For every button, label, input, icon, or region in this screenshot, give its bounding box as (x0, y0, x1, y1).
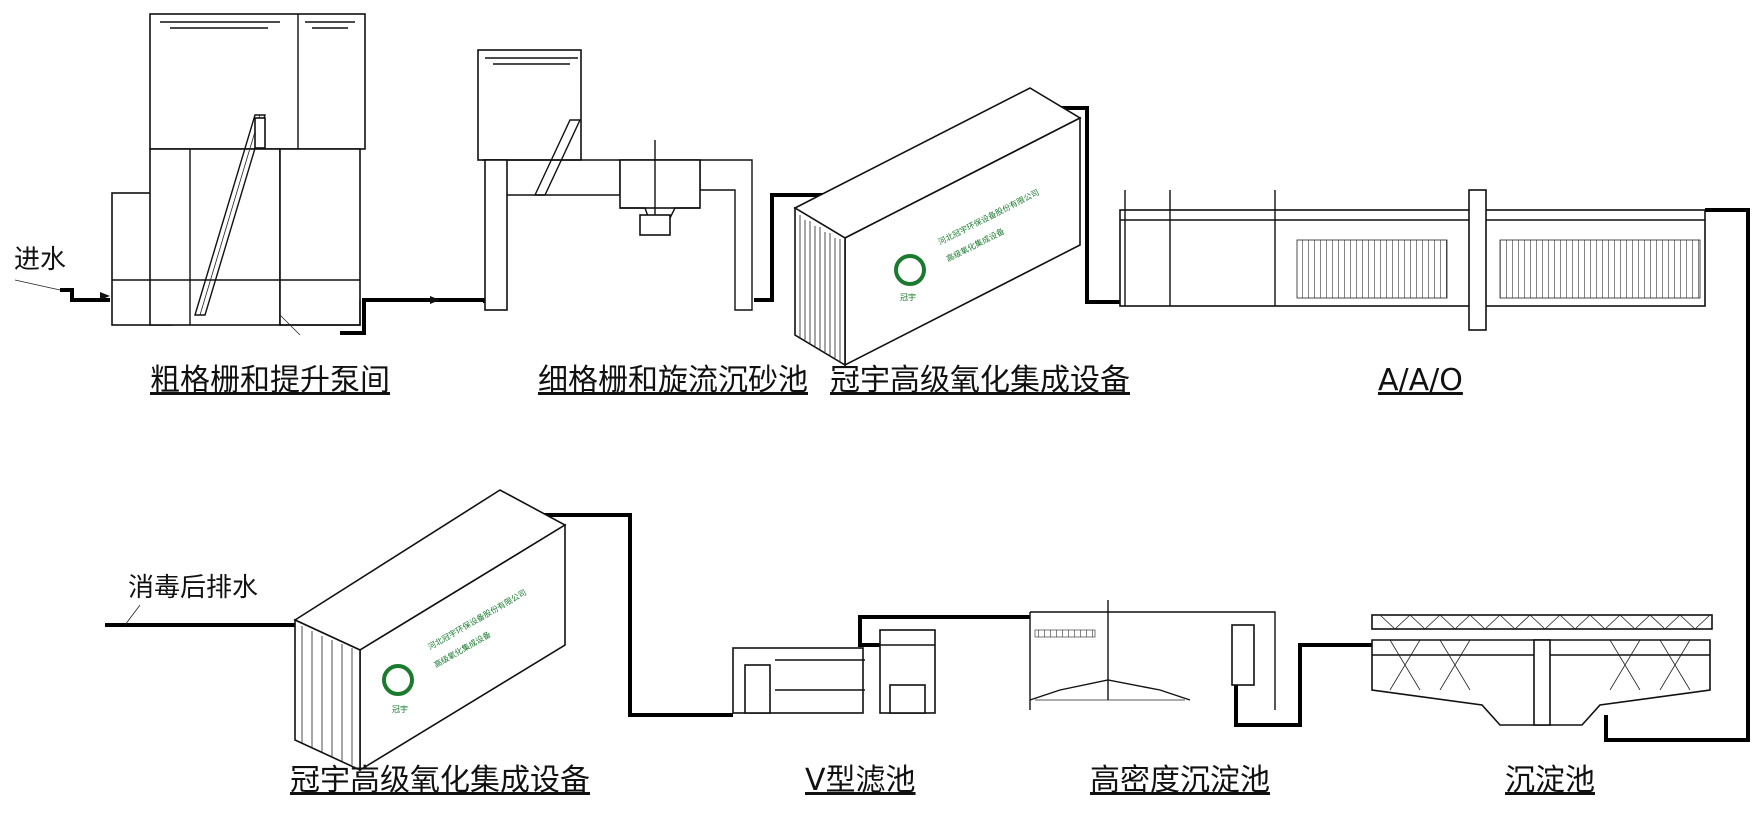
pipe-vfilter-to-aop (500, 513, 733, 717)
container-door (294, 618, 361, 772)
aop-top-label: 冠宇高级氧化集成设备 (830, 363, 1130, 398)
coarse-screen-label: 粗格栅和提升泵间 (150, 363, 390, 398)
inlet: 进水 (14, 245, 440, 304)
high-density-clarifier: 高密度沉淀池 (1029, 600, 1276, 798)
pipe-aao-to-sedimentation (1604, 208, 1750, 742)
pipe-sedimentation-to-highdensity (1234, 643, 1372, 727)
pipe-inlet (60, 288, 110, 302)
flow-arrow-icon (430, 296, 440, 304)
coarse-screen-pump-house: 粗格栅和提升泵间 (111, 13, 390, 398)
aao-label: A/A/O (1378, 363, 1463, 398)
aop-container-top: 冠宇 河北冠宇环保设备股份有限公司 高级氧化集成设备 冠宇高级氧化集成设备 (793, 87, 1130, 398)
pipe-coarse-to-fine (340, 298, 487, 335)
inlet-arrow-icon (100, 292, 110, 300)
pipe-highdensity-to-vfilter (858, 615, 1030, 647)
logo-icon (894, 254, 926, 286)
outlet-label: 消毒后排水 (128, 573, 258, 603)
inlet-label: 进水 (14, 245, 66, 275)
v-filter: V型滤池 (732, 629, 936, 798)
logo-icon (382, 664, 414, 696)
sedimentation-tank: 沉淀池 (1371, 614, 1713, 798)
container-logo-bottom: 冠宇 (392, 704, 408, 714)
fine-screen-label: 细格栅和旋流沉砂池 (538, 363, 808, 398)
aop-container-bottom: 冠宇 河北冠宇环保设备股份有限公司 高级氧化集成设备 冠宇高级氧化集成设备 (290, 489, 590, 798)
aop-bottom-label: 冠宇高级氧化集成设备 (290, 763, 590, 798)
container-logo-top: 冠宇 (900, 292, 916, 302)
aao-tank: A/A/O (1119, 189, 1706, 398)
outlet: 消毒后排水 (124, 573, 258, 626)
sedimentation-label: 沉淀池 (1505, 763, 1595, 798)
v-filter-label: V型滤池 (805, 763, 916, 798)
high-density-label: 高密度沉淀池 (1090, 763, 1270, 798)
pipe-fine-to-aop (754, 193, 853, 302)
fine-screen-grit-chamber: 细格栅和旋流沉砂池 (477, 49, 808, 398)
